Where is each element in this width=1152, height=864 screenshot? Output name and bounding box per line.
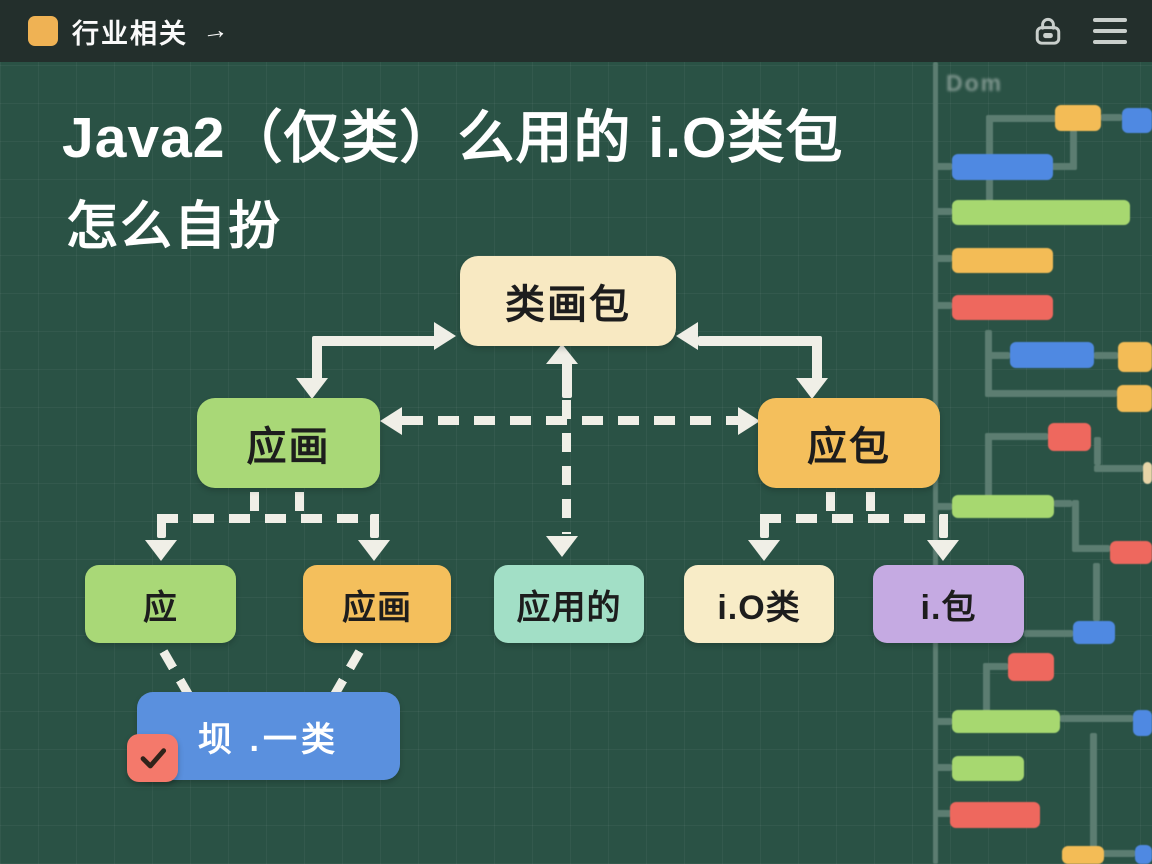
background-tree-diagram: Dom [0, 62, 1152, 864]
flow-node-mid-right: 应包 [758, 398, 940, 488]
top-bar-actions [1030, 13, 1152, 49]
top-bar: 行业相关 → [0, 0, 1152, 62]
lock-icon[interactable] [1030, 13, 1066, 49]
channel-link[interactable]: 行业相关 → [0, 12, 230, 51]
flow-node-root: 类画包 [460, 256, 676, 346]
title-line-2: 怎么自扮 [66, 198, 283, 256]
flow-node-leaf-2: 应画 [303, 565, 451, 643]
channel-title: 行业相关 [72, 18, 188, 49]
flow-node-leaf-5: i.包 [873, 565, 1024, 643]
checkmark-icon [140, 748, 166, 769]
flow-node-mid-left: 应画 [197, 398, 380, 488]
arrow-right-icon: → [199, 12, 230, 47]
flow-node-result: 坝 .一类 [137, 692, 400, 780]
menu-icon[interactable] [1092, 13, 1128, 49]
note-image[interactable]: Dom [0, 62, 1152, 864]
flowchart: 类画包 应画 应包 应 应画 应用的 i.O类 i.包 坝 .一类 [0, 62, 1152, 864]
flow-node-leaf-4: i.O类 [684, 565, 834, 643]
title-line-1: Java2（仅类）么用的 i.O类包 [62, 106, 844, 170]
flow-node-leaf-1: 应 [85, 565, 236, 643]
checked-checkbox [127, 734, 178, 782]
flow-node-leaf-3: 应用的 [494, 565, 644, 643]
watermark-text: Dom [946, 70, 1004, 96]
channel-color-swatch [28, 16, 58, 46]
